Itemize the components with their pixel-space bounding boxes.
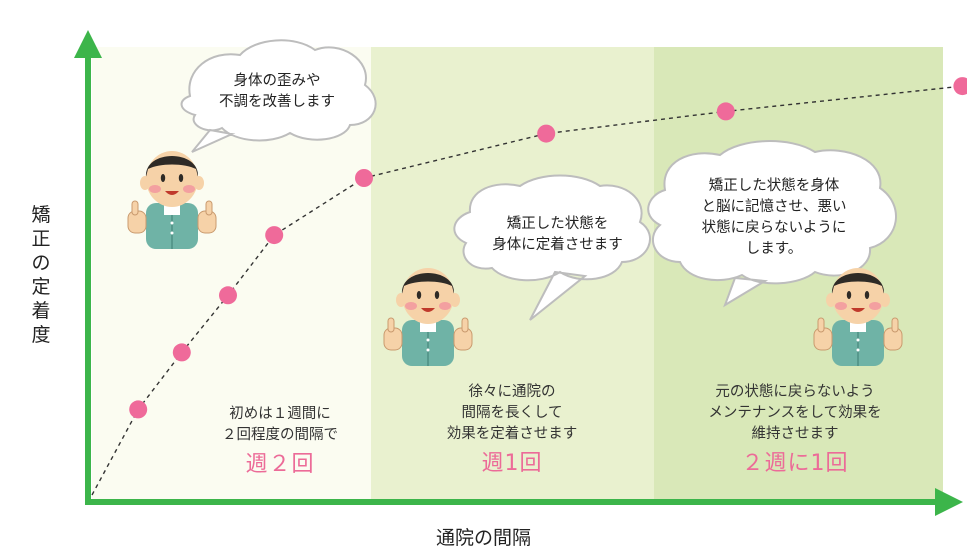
y-axis [74, 30, 102, 502]
arrow-head-icon [935, 488, 963, 516]
bubble-text-3: 矯正した状態を身体 と脳に記憶させ、悪い 状態に戻らないように します。 [701, 178, 847, 257]
x-axis [85, 488, 963, 516]
curve-markers [129, 77, 967, 419]
frequency-label-1: 週２回 [245, 452, 315, 477]
phase-caption-2: 徐々に通院の 間隔を長くして 効果を定着させます 週1回 [412, 382, 612, 479]
y-axis-title: 矯正の定着度 [31, 204, 51, 346]
curve-marker [537, 124, 556, 143]
curve-marker [219, 286, 237, 305]
curve-marker [265, 226, 284, 245]
frequency-label-2: 週1回 [481, 451, 543, 476]
curve-marker [355, 169, 373, 187]
frequency-label-3: ２週に1回 [741, 451, 849, 476]
thumbs-up-man-icon [383, 268, 473, 366]
phase-caption-3: 元の状態に戻らないよう メンテナンスをして効果を 維持させます ２週に1回 [680, 382, 910, 479]
cloud-speech-bubble-icon [453, 174, 651, 321]
thumbs-up-man-icon [813, 268, 903, 366]
progress-curve [91, 85, 967, 496]
curve-marker [172, 343, 191, 362]
x-axis-title: 通院の間隔 [435, 527, 531, 549]
curve-marker [716, 102, 735, 121]
cloud-speech-bubble-icon [647, 140, 897, 308]
curve-marker [953, 77, 967, 96]
curve-marker [129, 400, 148, 419]
bubble-text-2: 矯正した状態を 身体に定着させます [492, 216, 623, 253]
cloud-speech-bubble-icon [180, 39, 377, 153]
thumbs-up-man-icon [127, 151, 217, 249]
phase-caption-1: 初めは１週間に ２回程度の間隔で 週２回 [190, 404, 370, 480]
bubble-text-1: 身体の歪みや 不調を改善します [219, 73, 335, 110]
arrow-head-icon [74, 30, 102, 58]
